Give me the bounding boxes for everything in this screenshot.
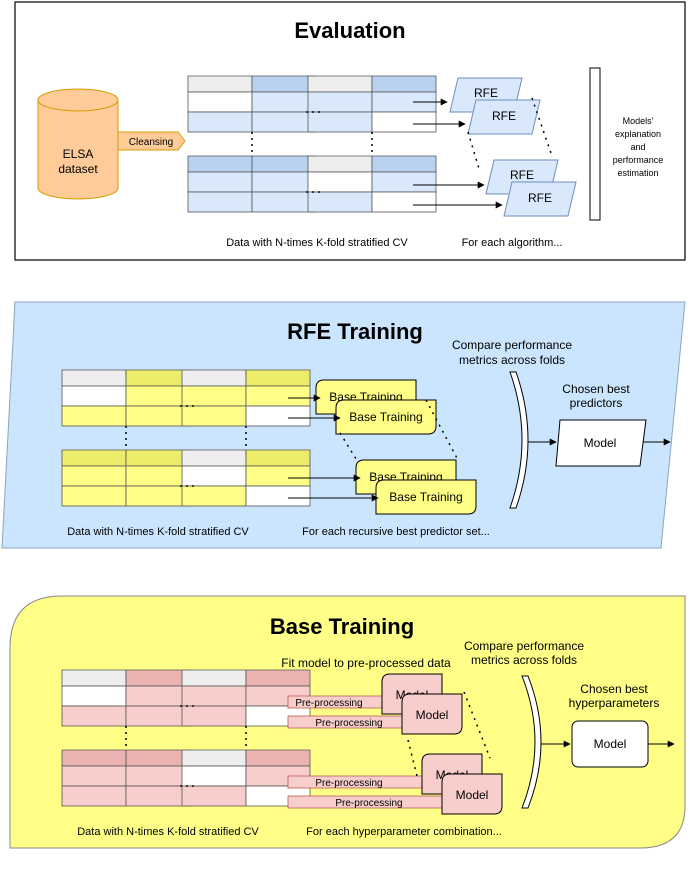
base-data-cubes <box>61 669 311 807</box>
model-box-4 <box>441 773 503 815</box>
base-cube-1 <box>61 669 191 727</box>
model-label-4: Model <box>456 788 489 802</box>
model-boxes: ModelModelModelModel <box>381 673 503 815</box>
rfe-model-label: Model <box>584 436 617 450</box>
base-compare-line-2: metrics across folds <box>471 653 577 667</box>
rfe-chosen-line-1: Chosen best <box>562 382 630 396</box>
base-cv-caption: Data with N-times K-fold stratified CV <box>77 826 259 838</box>
base-training-title: Base Training <box>270 614 414 639</box>
eval-cube-1 <box>187 75 317 133</box>
dataset-label-line-2: dataset <box>58 162 98 176</box>
evaluation-title: Evaluation <box>294 18 405 43</box>
rfe-cube-3 <box>61 449 191 507</box>
rfe-chosen-line-2: predictors <box>570 396 623 410</box>
evaluation-panel: Evaluation ELSA dataset Cleansing RFERFE… <box>14 1 686 261</box>
rfe-cube-4 <box>181 449 311 507</box>
rfe-box-4 <box>503 181 577 217</box>
preprocessing-label-2: Pre-processing <box>315 718 382 729</box>
models-label-line-2: explanation <box>615 129 661 139</box>
models-label-line-3: and <box>630 142 645 152</box>
rfe-box-2 <box>467 99 541 135</box>
rfe-label-1: RFE <box>474 86 498 100</box>
base-combo-caption: For each hyperparameter combination... <box>306 826 502 838</box>
eval-cube-2 <box>307 75 437 133</box>
eval-cube-4 <box>307 155 437 213</box>
preprocessing-label-1: Pre-processing <box>295 698 362 709</box>
models-label-line-4: performance <box>613 155 664 165</box>
rfe-boxes: RFE RFE RFE RFE <box>449 77 577 217</box>
rfe-training-title: RFE Training <box>287 319 423 344</box>
rfe-cube-2 <box>181 369 311 427</box>
rfe-compare-bracket <box>509 371 529 509</box>
evaluation-cv-caption: Data with N-times K-fold stratified CV <box>226 237 408 249</box>
base-training-label-4: Base Training <box>389 490 462 504</box>
models-bracket <box>589 67 601 221</box>
base-chosen-line-2: hyperparameters <box>569 696 660 710</box>
base-training-box-2 <box>335 399 437 435</box>
base-cube-3 <box>61 749 191 807</box>
base-model-label: Model <box>594 737 627 751</box>
base-training-panel: Base Training Fit model to pre-processed… <box>9 595 686 849</box>
models-label-line-1: Models' <box>623 116 654 126</box>
cleansing-label: Cleansing <box>129 137 173 148</box>
preprocessing-label-3: Pre-processing <box>315 778 382 789</box>
rfe-set-caption: For each recursive best predictor set... <box>302 526 490 538</box>
base-chosen-line-1: Chosen best <box>580 682 648 696</box>
evaluation-arrows <box>413 98 503 209</box>
evaluation-algorithm-caption: For each algorithm... <box>462 237 563 249</box>
evaluation-data-cubes <box>187 75 437 213</box>
base-cube-2 <box>181 669 311 727</box>
preprocessing-label-4: Pre-processing <box>335 798 402 809</box>
rfe-data-cubes <box>61 369 311 507</box>
models-label-line-5: estimation <box>617 168 658 178</box>
base-compare-line-1: Compare performance <box>464 639 584 653</box>
base-training-box-4 <box>375 479 477 515</box>
model-dotted-links <box>407 691 491 781</box>
rfe-compare-line-1: Compare performance <box>452 338 572 352</box>
rfe-arrows <box>288 394 671 502</box>
base-compare-bracket <box>521 675 542 809</box>
rfe-cv-caption: Data with N-times K-fold stratified CV <box>67 526 249 538</box>
cleansing-arrow: Cleansing <box>117 131 186 151</box>
model-box-2 <box>401 693 463 735</box>
rfe-cube-1 <box>61 369 191 427</box>
rfe-label-2: RFE <box>492 109 516 123</box>
models-explanation-label: Models' explanation and performance estimati… <box>613 116 664 178</box>
rfe-model-box <box>555 419 647 467</box>
fit-model-caption: Fit model to pre-processed data <box>281 656 451 670</box>
elsa-dataset-cylinder: ELSA dataset <box>37 88 119 200</box>
eval-cube-3 <box>187 155 317 213</box>
rfe-label-4: RFE <box>528 191 552 205</box>
dataset-label-line-1: ELSA <box>63 147 94 161</box>
model-label-2: Model <box>416 708 449 722</box>
base-training-label-2: Base Training <box>349 410 422 424</box>
base-training-dotted-links <box>339 399 459 463</box>
rfe-compare-line-2: metrics across folds <box>459 353 565 367</box>
rfe-label-3: RFE <box>510 168 534 182</box>
